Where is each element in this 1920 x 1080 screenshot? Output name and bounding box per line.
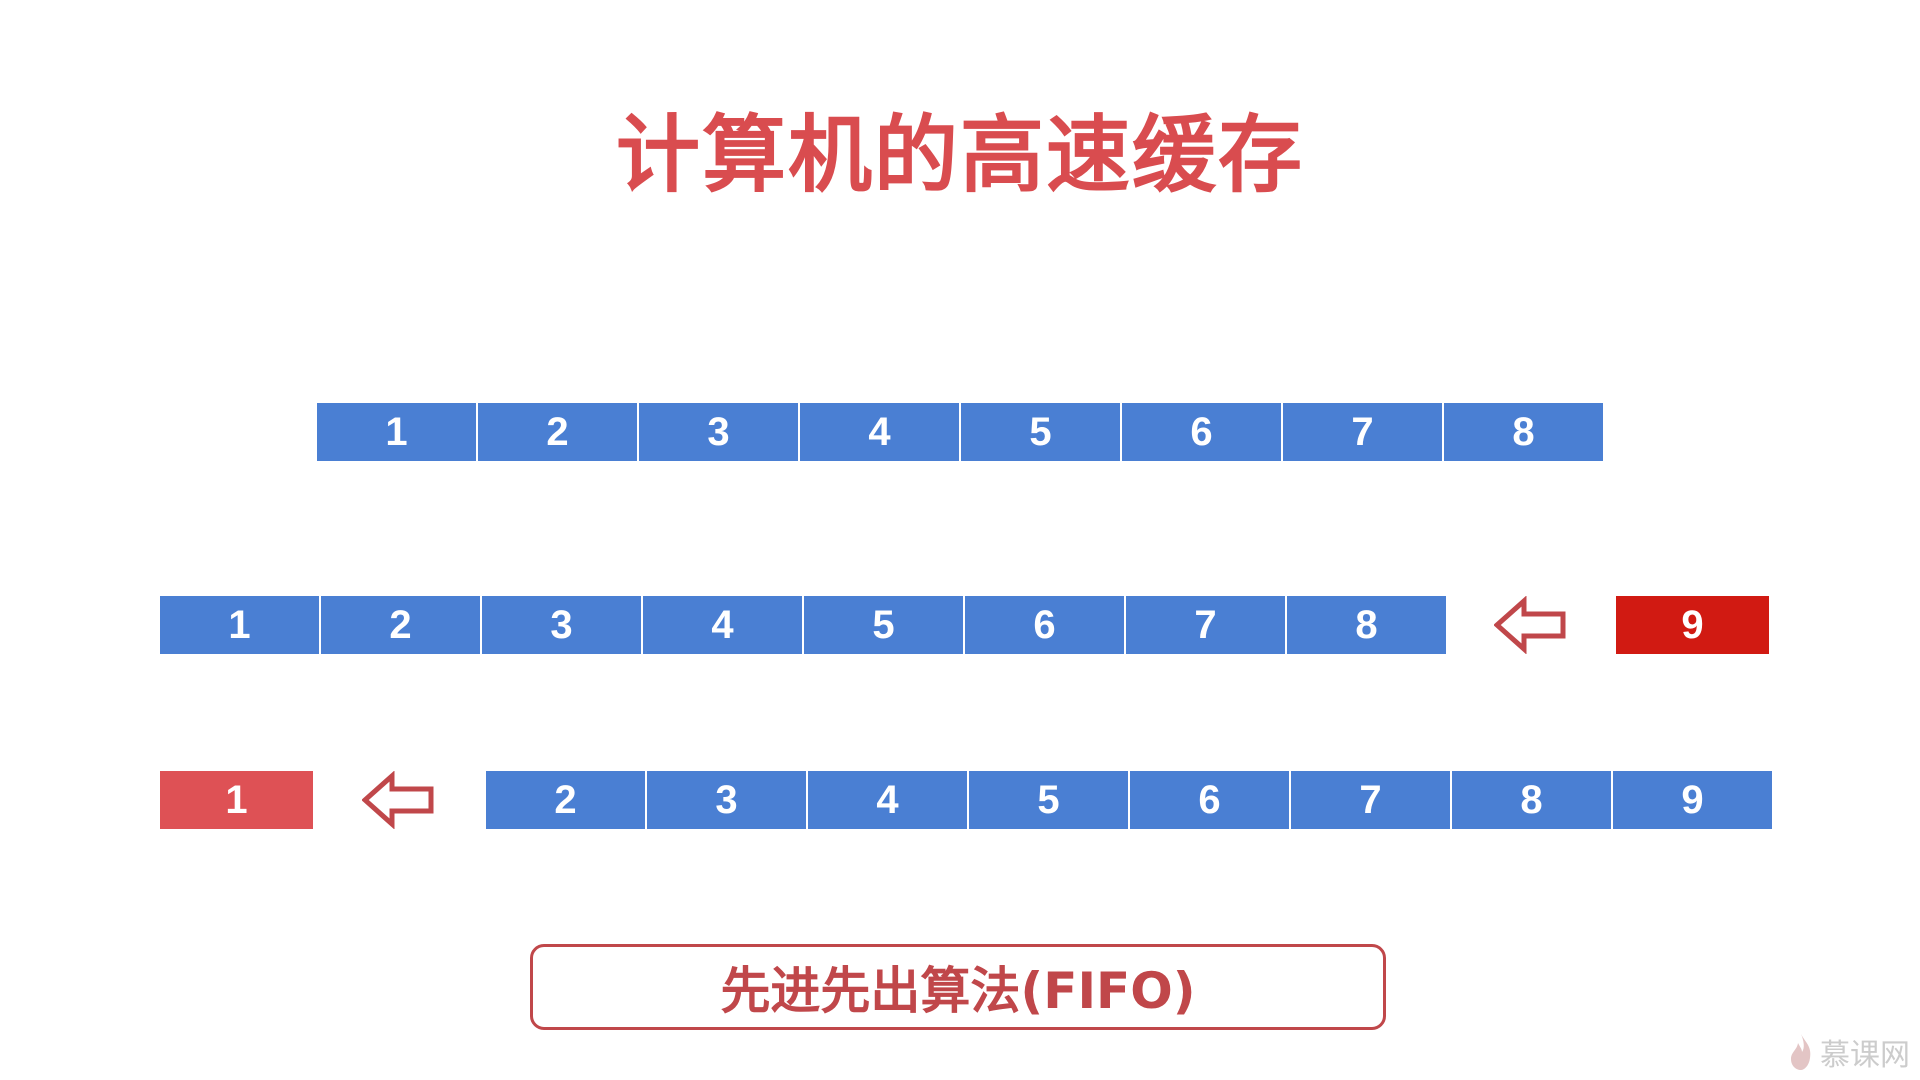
cache-block: 7	[1126, 596, 1285, 654]
cache-block: 6	[1122, 403, 1281, 461]
cache-block: 3	[639, 403, 798, 461]
cache-block: 2	[321, 596, 480, 654]
flame-logo-icon	[1791, 1034, 1811, 1070]
cache-block: 6	[1130, 771, 1289, 829]
cache-block: 3	[647, 771, 806, 829]
cache-block: 7	[1291, 771, 1450, 829]
cache-block: 4	[808, 771, 967, 829]
watermark: 慕课网	[1788, 1030, 1910, 1074]
evicted-block: 1	[160, 771, 313, 829]
cache-block: 1	[317, 403, 476, 461]
cache-row-incoming: 1 2 3 4 5 6 7 8	[160, 596, 1446, 654]
cache-block: 8	[1452, 771, 1611, 829]
algorithm-label: 先进先出算法(FIFO)	[530, 944, 1386, 1030]
watermark-text: 慕课网	[1820, 1038, 1910, 1073]
cache-block: 4	[643, 596, 802, 654]
cache-block: 4	[800, 403, 959, 461]
cache-block: 9	[1613, 771, 1772, 829]
left-arrow-icon	[1494, 596, 1566, 654]
cache-row-after-eviction: 2 3 4 5 6 7 8 9	[486, 771, 1772, 829]
cache-block: 3	[482, 596, 641, 654]
cache-block: 2	[478, 403, 637, 461]
cache-row-initial: 1 2 3 4 5 6 7 8	[317, 403, 1603, 461]
cache-block: 5	[961, 403, 1120, 461]
cache-block: 7	[1283, 403, 1442, 461]
cache-block: 8	[1287, 596, 1446, 654]
cache-block: 6	[965, 596, 1124, 654]
cache-block: 5	[969, 771, 1128, 829]
cache-block: 1	[160, 596, 319, 654]
cache-block: 8	[1444, 403, 1603, 461]
cache-block: 2	[486, 771, 645, 829]
left-arrow-icon	[362, 771, 434, 829]
page-title: 计算机的高速缓存	[615, 106, 1304, 204]
cache-block: 5	[804, 596, 963, 654]
incoming-block: 9	[1616, 596, 1769, 654]
